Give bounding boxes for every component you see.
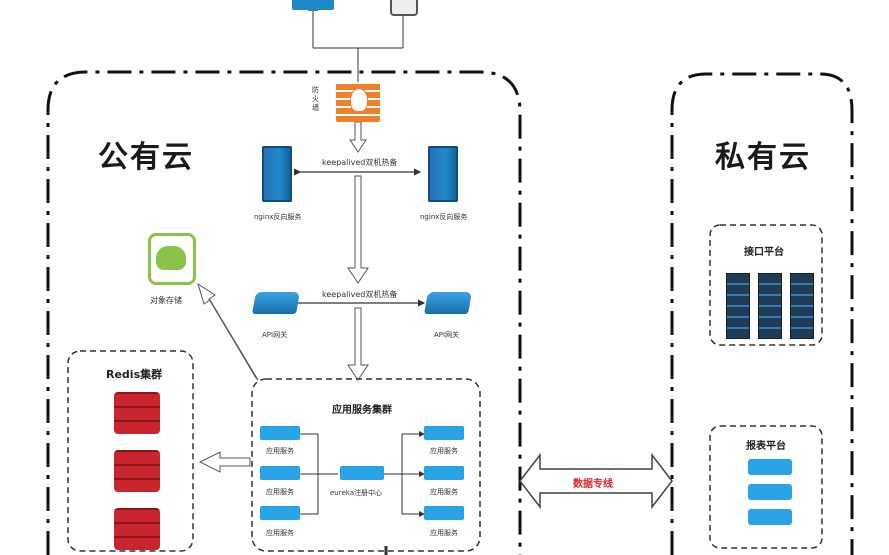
redis-cluster-title: Redis集群 [106,368,163,381]
app-service-block-icon [260,466,300,480]
server-rack-icon [758,273,782,339]
keepalived-mid-label: keepalived双机热备 [322,290,398,299]
report-platform-title: 报表平台 [746,441,786,452]
object-storage-label: 对象存储 [150,296,182,305]
eureka-label: eureka注册中心 [330,489,382,497]
app-service-block-icon [260,426,300,440]
keepalived-top-label: keepalived双机热备 [322,158,398,167]
firewall-label: 防火墙 [312,86,319,112]
private-cloud-title: 私有云 [715,140,811,175]
public-cloud-boundary [46,70,522,555]
monitor-icon [292,0,334,10]
api-right-label: API网关 [434,331,460,339]
app-service-label: 应用服务 [430,488,458,496]
redis-icon [114,392,160,434]
app-service-block-icon [424,506,464,520]
api-left-label: API网关 [262,331,288,339]
nginx-server-left-icon [262,146,292,202]
object-storage-icon [148,233,196,285]
app-service-block-icon [424,426,464,440]
redis-cluster-box [67,350,194,552]
app-service-label: 应用服务 [430,447,458,455]
firewall-icon [336,82,380,122]
public-cloud-title: 公有云 [98,140,194,175]
app-cluster-box [251,378,481,552]
eureka-block-icon [340,466,384,480]
redis-icon [114,508,160,550]
nginx-server-right-icon [428,146,458,202]
app-service-label: 应用服务 [266,488,294,496]
nginx-right-label: nginx反向服务 [420,213,468,221]
api-gateway-left-icon [252,292,300,314]
server-rack-icon [790,273,814,339]
app-service-label: 应用服务 [266,529,294,537]
data-link-label: 数据专线 [573,479,613,490]
app-service-label: 应用服务 [430,529,458,537]
app-service-block-icon [260,506,300,520]
redis-icon [114,450,160,492]
report-server-block-icon [748,459,792,475]
app-service-label: 应用服务 [266,447,294,455]
private-cloud-boundary [670,72,854,555]
interface-platform-box [709,224,823,346]
server-rack-icon [726,273,750,339]
api-gateway-right-icon [424,292,472,314]
nginx-left-label: nginx反向服务 [254,213,302,221]
data-link-arrow [519,452,673,510]
app-service-block-icon [424,466,464,480]
app-cluster-title: 应用服务集群 [332,405,392,416]
report-server-block-icon [748,509,792,525]
monitor-stand-icon [308,6,318,11]
report-platform-box [709,425,823,549]
report-server-block-icon [748,484,792,500]
interface-platform-title: 接口平台 [744,247,784,258]
phone-icon [390,0,418,16]
